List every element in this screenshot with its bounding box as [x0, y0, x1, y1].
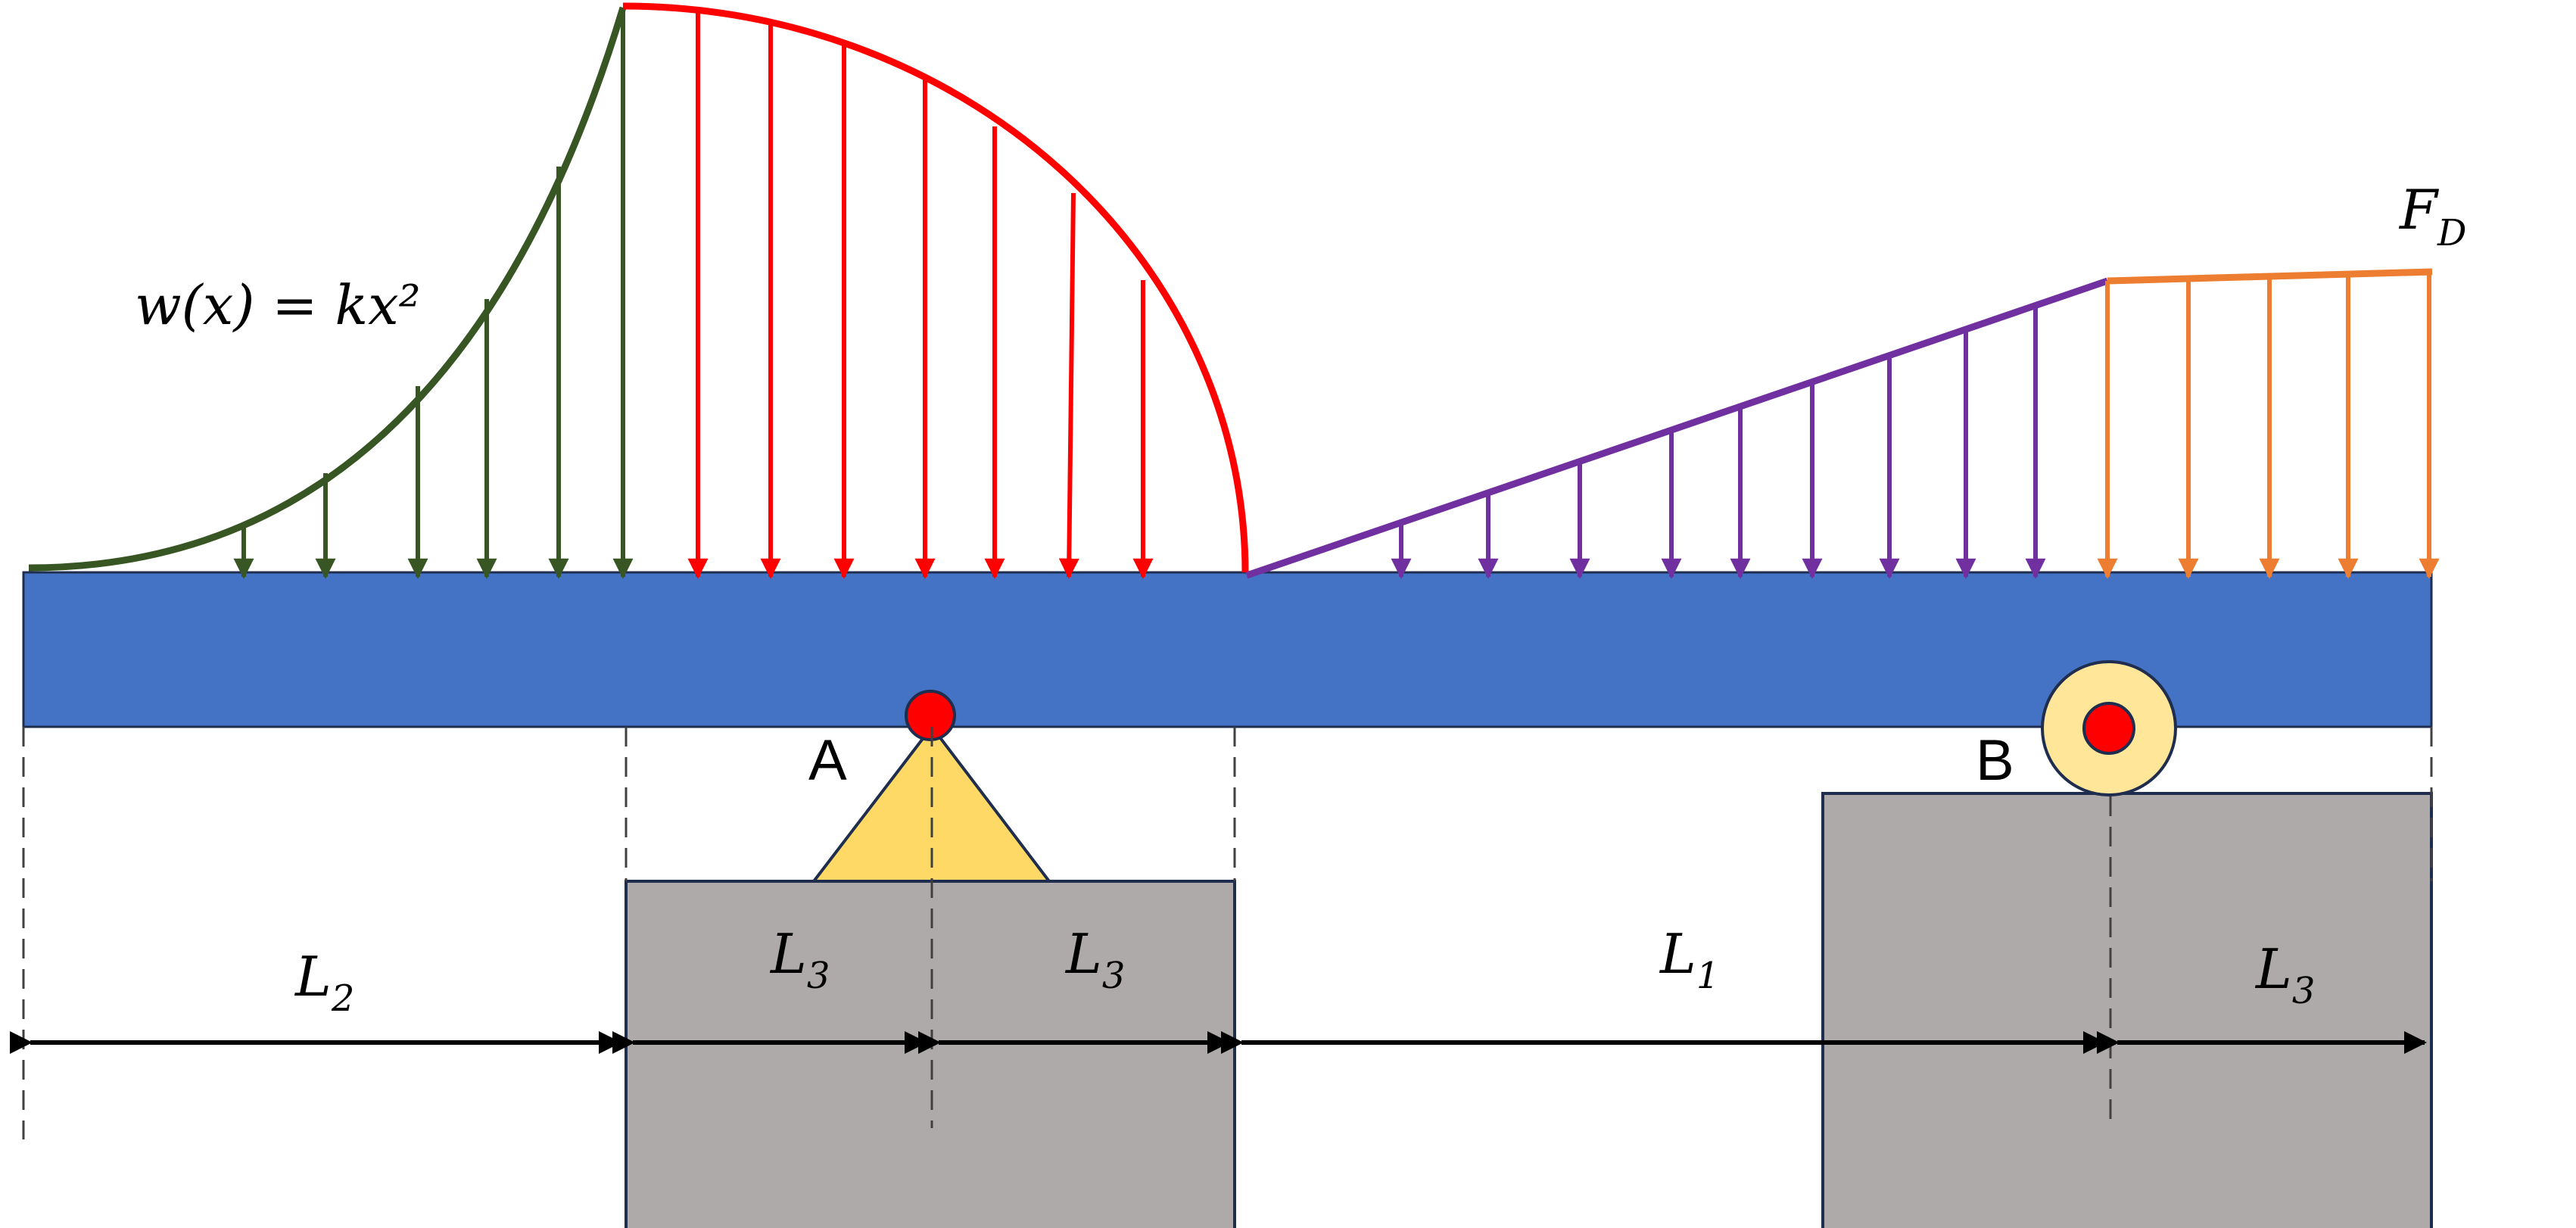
pin-b: [2082, 702, 2135, 755]
dim-label-l1: L1: [1659, 922, 1719, 997]
beam: [22, 571, 2433, 728]
support-a-label: A: [808, 728, 847, 793]
support-b-label: B: [1976, 728, 2014, 793]
linear-load-line: [1245, 277, 2109, 579]
ground-block-a: [625, 880, 1236, 1228]
dim-label-l3-right: L3: [2254, 937, 2315, 1012]
elliptical-load: [622, 2, 1249, 579]
load-formula: w(x) = kx²: [135, 273, 421, 337]
elliptical-load-curve: [622, 2, 1249, 573]
dim-label-l3-mid: L3: [1064, 922, 1125, 997]
parabolic-load-curve: [28, 6, 627, 572]
linear-load: [1245, 277, 2109, 579]
elliptical-load-arrow: [1058, 192, 1079, 579]
ground-block-b: [1821, 792, 2433, 1228]
uniform-load: [2097, 268, 2440, 579]
force-label-fd: FD: [2398, 178, 2466, 254]
dim-label-l3-left: L3: [769, 922, 830, 997]
parabolic-load: [28, 6, 634, 579]
dim-label-l2: L2: [294, 945, 354, 1020]
pin-a: [905, 690, 956, 741]
dashed-reference-lines: [22, 727, 2433, 1139]
